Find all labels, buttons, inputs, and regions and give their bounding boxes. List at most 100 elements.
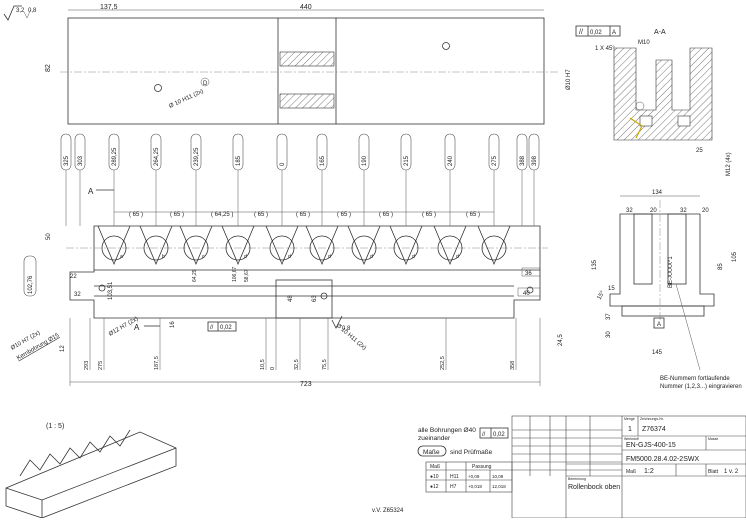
vertical-dim-pill bbox=[232, 133, 244, 171]
vertical-dim-text: 240 bbox=[448, 155, 454, 166]
masse-rest: sind Prüfmaße bbox=[450, 449, 493, 456]
vertical-dim-text: 303 bbox=[78, 155, 84, 166]
tb-label-zeichnung: Zeichnungs-Nr. bbox=[640, 417, 664, 421]
fit-row1-dim: ●10 bbox=[430, 474, 439, 480]
side-dim-134: 134 bbox=[652, 190, 663, 196]
bore-letter: d bbox=[412, 254, 415, 260]
datum-d-circle bbox=[200, 77, 210, 87]
front-hole-10-label: Ø 10 H11 (2x) bbox=[335, 323, 367, 352]
top-view-right-hole-label: Ø10 H7 bbox=[566, 69, 572, 90]
tb-sheet-count: 1 bbox=[628, 426, 632, 433]
top-view: 137,5 440 82 D Ø 10 H11 (2x) Ø10 H7 bbox=[45, 4, 572, 125]
front-dim-64-29: 64,29 bbox=[192, 269, 198, 282]
tolerance-frame: // 0,02 A bbox=[575, 25, 621, 37]
bottom-dim-text: 187,5 bbox=[154, 356, 160, 370]
dim-137-5: 137,5 bbox=[100, 4, 118, 11]
section-aa-accent bbox=[629, 117, 643, 139]
side-dim-15: 15 bbox=[608, 286, 615, 292]
fit-row2-lower: 12,018 bbox=[492, 484, 506, 489]
section-aa-thread-right: M12 (4x) bbox=[726, 152, 732, 176]
bore-circle bbox=[481, 235, 507, 261]
top-view-hatch-lower bbox=[279, 93, 335, 109]
bore-v-notch bbox=[389, 225, 423, 266]
front-dim-32: 32 bbox=[74, 292, 81, 298]
tb-sheet-value: 1 v. 2 bbox=[724, 469, 739, 475]
vertical-dim-pill bbox=[400, 133, 412, 171]
top-view-hole-left bbox=[154, 84, 162, 92]
fit-row2-dim: ●12 bbox=[430, 484, 439, 490]
front-dim-58-67: 58,67 bbox=[244, 269, 250, 282]
fit-header-passung: Passung bbox=[472, 464, 492, 470]
vertical-dim-text: 325 bbox=[64, 155, 70, 166]
vertical-dim-text: 165 bbox=[320, 155, 326, 166]
tolerance-datum: A bbox=[612, 30, 616, 36]
side-dim-32b: 32 bbox=[680, 208, 687, 214]
front-hole-mid bbox=[320, 292, 328, 300]
spacing-dim-text: ( 65 ) bbox=[466, 212, 480, 218]
vertical-dim-text: 185 bbox=[236, 155, 242, 166]
bore-v-notch bbox=[221, 225, 255, 266]
masse-label: Maße bbox=[423, 449, 440, 456]
tb-label-werkstoff: Werkstoff bbox=[624, 437, 639, 441]
iso-scale: (1 : 5) bbox=[46, 423, 64, 430]
vertical-dim-text: 215 bbox=[404, 155, 410, 166]
dim-82: 82 bbox=[45, 64, 52, 72]
bottom-dim-text: 32,5 bbox=[294, 359, 300, 370]
side-dim-20b: 20 bbox=[702, 208, 709, 214]
front-dim-50: 50 bbox=[46, 233, 52, 240]
bottom-dim-text: 293 bbox=[84, 361, 90, 370]
vertical-dim-pill bbox=[150, 133, 162, 171]
fit-row2-fit: H7 bbox=[450, 484, 457, 490]
surface-finish-symbol: 3,2 0,8 bbox=[3, 5, 37, 21]
vertical-dim-pill bbox=[358, 133, 370, 171]
bore-v-notch bbox=[179, 225, 213, 266]
bottom-dim-text: 252,5 bbox=[440, 356, 446, 370]
spacing-dim-text: ( 65 ) bbox=[337, 212, 351, 218]
front-view-outline bbox=[69, 225, 541, 319]
tolerance-value: 0,02 bbox=[590, 30, 602, 36]
side-dim-135: 135 bbox=[592, 259, 598, 270]
front-dim-40: 40 bbox=[523, 291, 530, 297]
tb-label-benennung: Benennung bbox=[568, 477, 586, 481]
bore-v-notch bbox=[139, 225, 173, 266]
front-dim-12: 12 bbox=[60, 345, 66, 352]
front-tol-symbol: // bbox=[210, 325, 214, 331]
fit-row1-upper: +0,09 bbox=[468, 474, 480, 479]
tb-scale-label: Maß bbox=[626, 469, 636, 475]
tb-label-menge: Menge bbox=[624, 417, 635, 421]
spacing-dim-text: ( 65 ) bbox=[296, 212, 310, 218]
side-dim-30: 30 bbox=[606, 331, 612, 338]
vertical-dim-text: 388 bbox=[520, 155, 526, 166]
front-roughness: 0,8 bbox=[342, 326, 351, 332]
tb-sheet-label: Blatt bbox=[708, 469, 719, 475]
bottom-dim-text: 75,5 bbox=[322, 359, 328, 370]
side-view-outline bbox=[609, 213, 715, 307]
side-view: 134 32 32 20 20 85 105 135 145 37 30 15 … bbox=[592, 190, 738, 371]
front-dim-103-51: 103,51 bbox=[108, 281, 114, 300]
front-dim-102-76: 102,76 bbox=[28, 275, 34, 294]
top-view-hole-label: Ø 10 H11 (2x) bbox=[168, 89, 204, 110]
tb-material: EN-GJS-400-15 bbox=[626, 442, 676, 449]
tb-part-number: FM5000.28.4.02-2SWX bbox=[626, 456, 699, 463]
fit-header-mass: Maß bbox=[430, 464, 440, 470]
side-dim-20a: 20 bbox=[650, 208, 657, 214]
datum-d-label: D bbox=[203, 81, 208, 87]
bottom-dim-text: 358 bbox=[510, 361, 516, 370]
fit-table: Maß Passung ●10 H11 +0,09 10,09 ●12 H7 +… bbox=[425, 461, 513, 493]
front-overall-length: 723 bbox=[300, 381, 312, 388]
notes-area: alle Bohrungen Ø40 zueinander // 0,02 Ma… bbox=[417, 427, 509, 457]
bore-v-notch bbox=[477, 225, 511, 266]
bore-letter: d bbox=[244, 254, 247, 260]
vertical-dim-pill bbox=[60, 133, 72, 171]
front-hole-right bbox=[526, 286, 534, 294]
bore-circle bbox=[437, 235, 463, 261]
bore-v-notch bbox=[305, 225, 339, 266]
tb-title: Rollenbock oben bbox=[568, 484, 620, 491]
bore-letter: d bbox=[288, 254, 291, 260]
section-mark-bottom: A bbox=[134, 323, 140, 332]
